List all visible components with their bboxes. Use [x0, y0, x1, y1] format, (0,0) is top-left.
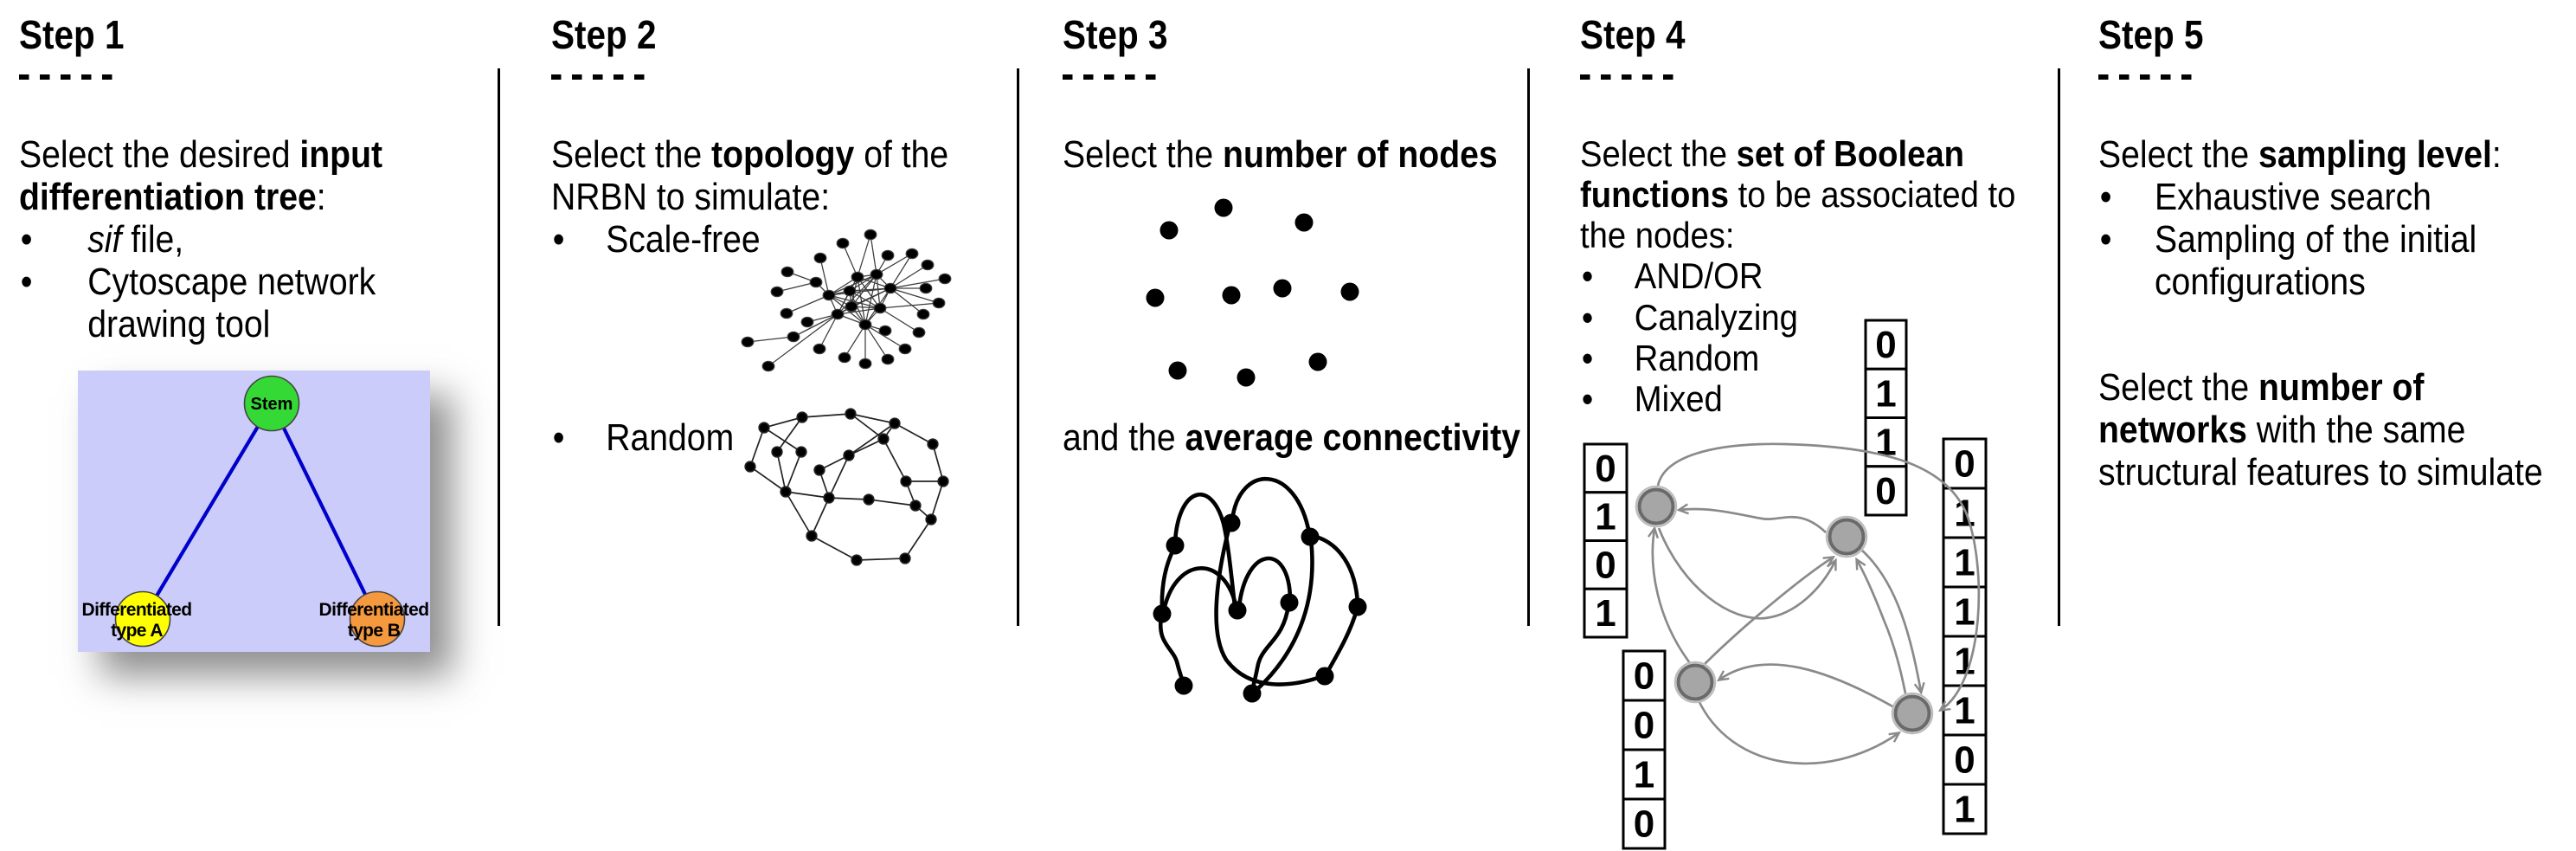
- svg-text:0: 0: [1875, 324, 1896, 366]
- svg-text:Differentiated: Differentiated: [319, 600, 429, 620]
- svg-text:0: 0: [1634, 705, 1654, 747]
- svg-text:1: 1: [1595, 496, 1616, 538]
- svg-text:1: 1: [1954, 690, 1975, 732]
- svg-text:type A: type A: [111, 621, 163, 641]
- svg-text:1: 1: [1954, 591, 1975, 634]
- svg-text:0: 0: [1634, 655, 1654, 698]
- svg-text:Stem: Stem: [251, 395, 293, 414]
- svg-text:0: 0: [1595, 448, 1616, 490]
- svg-text:0: 0: [1634, 803, 1654, 846]
- svg-text:1: 1: [1954, 789, 1975, 831]
- svg-text:type B: type B: [348, 621, 401, 641]
- svg-text:Differentiated: Differentiated: [82, 600, 192, 620]
- svg-text:1: 1: [1634, 754, 1654, 796]
- svg-text:1: 1: [1875, 372, 1896, 415]
- svg-text:0: 0: [1954, 443, 1975, 486]
- svg-text:1: 1: [1595, 592, 1616, 635]
- svg-text:1: 1: [1954, 542, 1975, 584]
- svg-text:0: 0: [1875, 470, 1896, 513]
- svg-text:0: 0: [1954, 739, 1975, 782]
- svg-text:0: 0: [1595, 544, 1616, 586]
